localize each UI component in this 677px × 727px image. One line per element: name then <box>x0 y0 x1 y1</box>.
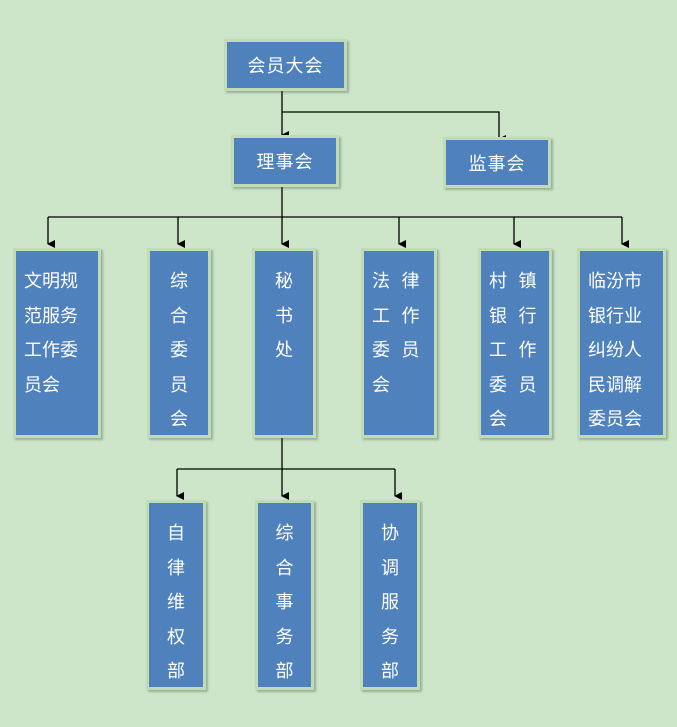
connector-assembly-supervisory <box>282 111 506 143</box>
node-council: 理事会 <box>231 135 339 187</box>
node-general-committee: 综 合 委 员 会 <box>147 248 211 438</box>
node-member-assembly-label: 会员大会 <box>247 56 324 77</box>
node-supervisory-board: 监事会 <box>443 137 551 188</box>
node-coordination-dept-label: 协 调 服 务 部 <box>381 523 399 682</box>
node-rural-bank-committee: 村 镇 银 行 工 作 委 员 会 <box>478 248 552 438</box>
node-civility-committee: 文明规 范服务 工作委 员会 <box>13 248 101 438</box>
node-mediation-committee: 临汾市 银行业 纠纷人 民调解 委员会 <box>577 248 666 438</box>
node-supervisory-board-label: 监事会 <box>468 153 526 175</box>
node-mediation-committee-label: 临汾市 银行业 纠纷人 民调解 委员会 <box>588 271 642 430</box>
node-general-committee-label: 综 合 委 员 会 <box>170 271 188 430</box>
node-secretariat-label: 秘 书 处 <box>275 271 293 361</box>
node-council-label: 理事会 <box>256 152 314 173</box>
node-affairs-dept-label: 综 合 事 务 部 <box>275 523 294 682</box>
node-rights-dept: 自 律 维 权 部 <box>146 500 206 690</box>
node-affairs-dept: 综 合 事 务 部 <box>255 500 314 690</box>
node-rural-bank-committee-label: 村 镇 银 行 工 作 委 员 会 <box>489 271 537 430</box>
node-member-assembly: 会员大会 <box>224 39 347 91</box>
node-rights-dept-label: 自 律 维 权 部 <box>167 523 185 682</box>
node-secretariat: 秘 书 处 <box>252 248 316 438</box>
node-coordination-dept: 协 调 服 务 部 <box>360 500 420 690</box>
node-civility-committee-label: 文明规 范服务 工作委 员会 <box>24 271 78 396</box>
node-legal-committee: 法 律 工 作 委 员 会 <box>361 248 437 438</box>
node-legal-committee-label: 法 律 工 作 委 员 会 <box>372 271 420 396</box>
